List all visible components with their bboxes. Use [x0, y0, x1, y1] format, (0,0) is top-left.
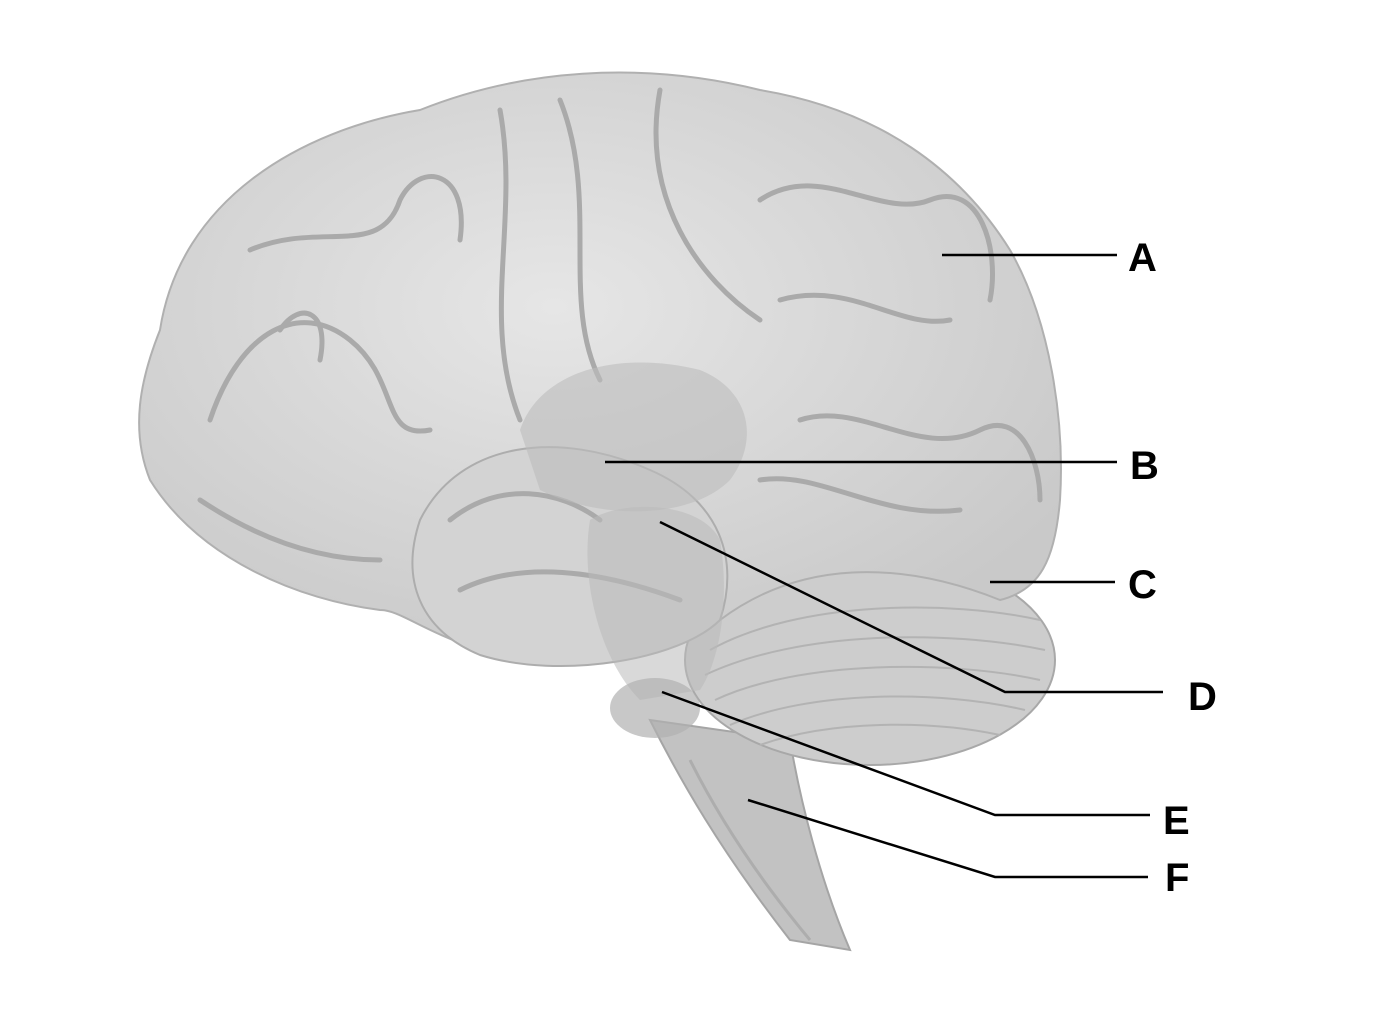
leader-line-e: [661, 690, 1150, 817]
leader-line-f: [747, 798, 1148, 879]
thalamus-region: [520, 362, 747, 512]
label-d: D: [1188, 675, 1217, 719]
label-e: E: [1163, 799, 1190, 843]
label-a: A: [1128, 236, 1157, 280]
label-f: F: [1165, 856, 1190, 900]
label-c: C: [1128, 563, 1157, 607]
label-b: B: [1130, 444, 1159, 488]
pons-region: [610, 678, 700, 738]
cerebrum: [138, 71, 1062, 659]
leader-line-d: [659, 520, 1163, 694]
midbrain-region: [587, 506, 724, 700]
